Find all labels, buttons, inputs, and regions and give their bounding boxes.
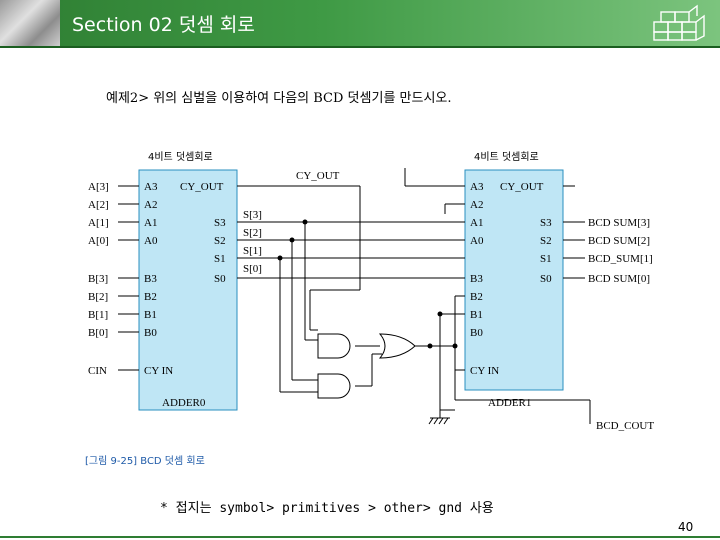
net-s0: S[0] [243,263,262,275]
net-s2: S[2] [243,227,262,239]
adder1-port-b0: B0 [470,327,483,339]
figure-caption: [그림 9-25] BCD 덧셈 회로 [85,456,205,467]
net-s3: S[3] [243,209,262,221]
header-photo [0,0,60,46]
and-gate-1 [317,333,351,359]
adder1-port-b3: B3 [470,273,483,285]
output-bcd-cout: BCD_COUT [596,420,654,432]
net-cy-out: CY_OUT [296,170,340,182]
adder0-port-s2: S2 [214,235,226,247]
adder0-port-a2: A2 [144,199,157,211]
adder0-name: ADDER0 [162,397,206,409]
blocks-logo-icon [653,4,705,41]
adder0-header: 4비트 덧셈회로 [148,151,213,163]
adder0-block [138,169,238,411]
adder1-port-s2: S2 [540,235,552,247]
adder1-port-s0: S0 [540,273,552,285]
slide-header: Section 02 덧셈 회로 [0,0,720,48]
adder0-port-a0: A0 [144,235,158,247]
output-bcd-sum-3: BCD SUM[3] [588,217,650,229]
adder0-port-b1: B1 [144,309,157,321]
adder1-port-s3: S3 [540,217,552,229]
output-bcd-sum-1: BCD_SUM[1] [588,253,653,265]
adder0-port-a1: A1 [144,217,157,229]
input-a3: A[3] [88,181,109,193]
junction-dots [277,219,458,349]
ground-symbol-note: * 접지는 symbol> primitives > other> gnd 사용 [160,501,494,516]
input-a0: A[0] [88,235,109,247]
input-b1: B[1] [88,309,108,321]
adder1-port-cy-out: CY_OUT [500,181,544,193]
adder1-port-b2: B2 [470,291,483,303]
input-cin: CIN [88,365,107,377]
example-prompt: 예제2> 위의 심벌을 이용하여 다음의 BCD 덧셈기를 만드시오. [106,91,452,106]
wires [118,168,591,425]
adder1-port-b1: B1 [470,309,483,321]
adder1-port-a1: A1 [470,217,483,229]
input-b0: B[0] [88,327,108,339]
adder0-port-b2: B2 [144,291,157,303]
adder1-port-a0: A0 [470,235,484,247]
adder1-port-a3: A3 [470,181,484,193]
slide-title: Section 02 덧셈 회로 [72,14,255,36]
input-a2: A[2] [88,199,109,211]
or-gate [378,333,416,359]
adder1-port-cy-in: CY IN [470,365,499,377]
adder0-port-s3: S3 [214,217,226,229]
output-bcd-sum-0: BCD SUM[0] [588,273,650,285]
input-b3: B[3] [88,273,108,285]
footer-divider [0,536,720,538]
adder1-block [464,169,564,391]
adder0-port-s0: S0 [214,273,226,285]
adder0-port-a3: A3 [144,181,158,193]
and-gate-2 [317,373,351,399]
output-bcd-sum-2: BCD SUM[2] [588,235,650,247]
input-b2: B[2] [88,291,108,303]
adder1-port-s1: S1 [540,253,552,265]
input-a1: A[1] [88,217,109,229]
adder0-port-s1: S1 [214,253,226,265]
page-number: 40 [678,520,694,534]
adder0-port-b3: B3 [144,273,157,285]
adder1-header: 4비트 덧셈회로 [474,151,539,163]
adder0-port-cy-in: CY IN [144,365,173,377]
net-s1: S[1] [243,245,262,257]
adder1-name: ADDER1 [488,397,531,409]
adder1-port-a2: A2 [470,199,483,211]
adder0-port-b0: B0 [144,327,157,339]
adder0-port-cy-out: CY_OUT [180,181,224,193]
